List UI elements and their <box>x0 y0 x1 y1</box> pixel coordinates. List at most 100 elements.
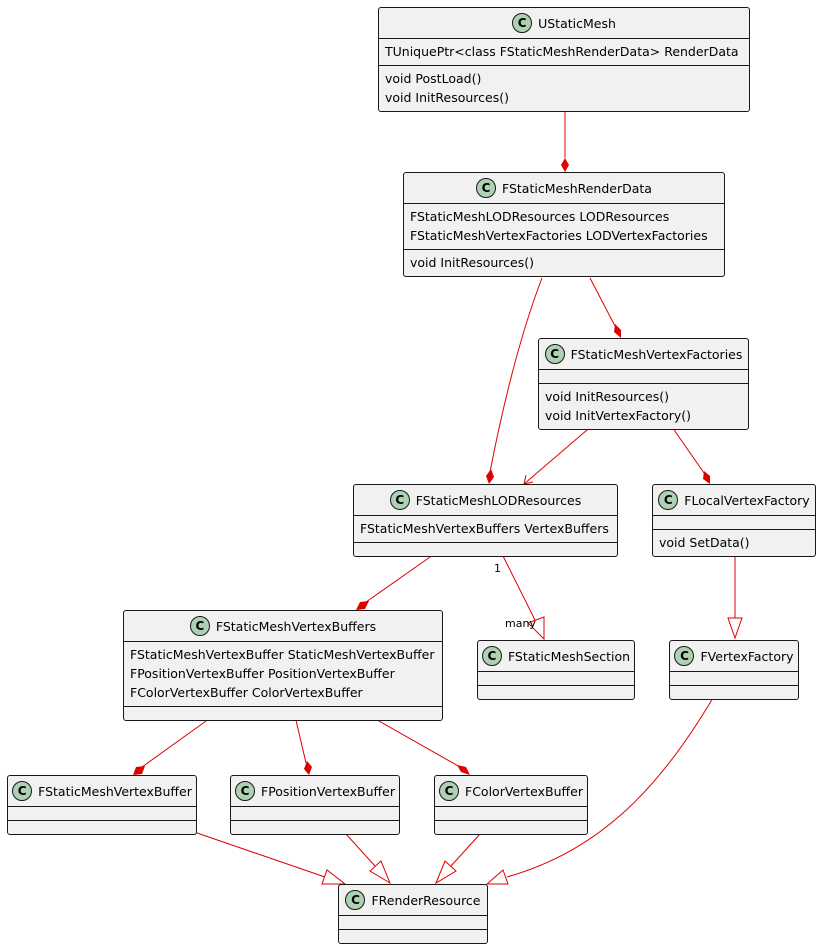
composition-diamond <box>614 324 621 338</box>
edge-vertexbuffers-smvertexbuffer <box>141 715 214 768</box>
class-badge-icon: C <box>439 781 460 801</box>
edge-lodresources-section <box>499 549 536 621</box>
methods-section <box>478 685 634 699</box>
methods-section: void PostLoad() void InitResources() <box>379 65 749 111</box>
class-frenderresource[interactable]: C FRenderResource <box>338 884 488 944</box>
class-fpositionvertexbuffer[interactable]: C FPositionVertexBuffer <box>230 775 400 835</box>
class-name: FStaticMeshVertexBuffer <box>38 783 192 799</box>
edge-vertexfactories-lodresources <box>523 423 595 485</box>
fields-section: FStaticMeshLODResources LODResources FSt… <box>404 203 724 249</box>
method: void PostLoad() <box>385 71 482 86</box>
class-fstaticmeshrenderdata[interactable]: C FStaticMeshRenderData FStaticMeshLODRes… <box>403 172 725 277</box>
class-badge-icon: C <box>544 344 565 364</box>
class-fstaticmeshlodresources[interactable]: C FStaticMeshLODResources FStaticMeshVert… <box>353 484 618 557</box>
class-fstaticmeshvertexbuffers[interactable]: C FStaticMeshVertexBuffers FStaticMeshVer… <box>123 610 443 721</box>
methods-section <box>354 542 617 556</box>
class-badge-icon: C <box>476 178 496 198</box>
class-name: UStaticMesh <box>538 15 616 31</box>
edge-lodresources-vertexbuffers <box>365 549 441 603</box>
class-flocalvertexfactory[interactable]: C FLocalVertexFactory void SetData() <box>652 484 816 557</box>
composition-diamond <box>457 765 470 775</box>
fields-section <box>8 806 196 820</box>
edge-vertexfactory-renderresource <box>506 685 721 878</box>
composition-diamond <box>486 469 494 484</box>
methods-section <box>670 685 798 699</box>
class-badge-icon: C <box>389 490 410 510</box>
fields-section <box>539 369 748 383</box>
multiplicity-one: 1 <box>494 562 501 575</box>
class-badge-icon: C <box>345 890 366 910</box>
field: FColorVertexBuffer ColorVertexBuffer <box>130 685 363 700</box>
class-fstaticmeshsection[interactable]: C FStaticMeshSection <box>477 640 635 700</box>
class-name: FColorVertexBuffer <box>465 783 583 799</box>
composition-diamond <box>356 601 369 610</box>
generalization-triangle <box>485 869 509 885</box>
fields-section: FStaticMeshVertexBuffers VertexBuffers <box>354 515 617 542</box>
generalization-triangle <box>527 616 545 641</box>
edge-vertexbuffers-posvertexbuffer <box>294 715 307 764</box>
edge-renderdata-lodresources <box>489 277 543 473</box>
class-name: FStaticMeshRenderData <box>502 180 652 196</box>
class-badge-icon: C <box>658 490 679 510</box>
fields-section: FStaticMeshVertexBuffer StaticMeshVertex… <box>124 641 442 706</box>
class-fstaticmeshvertexfactories[interactable]: C FStaticMeshVertexFactories void InitRes… <box>538 338 749 430</box>
class-badge-icon: C <box>512 13 533 33</box>
method: void InitVertexFactory() <box>545 408 692 423</box>
fields-section <box>435 806 587 820</box>
fields-section <box>670 671 798 685</box>
class-badge-icon: C <box>481 646 502 666</box>
edge-vertexbuffers-colvertexbuffer <box>369 715 461 768</box>
methods-section <box>435 820 587 834</box>
class-name: FStaticMeshVertexFactories <box>570 346 743 362</box>
methods-section: void InitResources() <box>404 249 724 276</box>
fields-section <box>478 671 634 685</box>
methods-section <box>339 929 487 943</box>
methods-section <box>231 820 399 834</box>
generalization-triangle <box>727 617 743 640</box>
class-badge-icon: C <box>189 616 210 636</box>
class-badge-icon: C <box>674 646 695 666</box>
class-name: FStaticMeshLODResources <box>415 492 582 508</box>
fields-section <box>231 806 399 820</box>
method: void InitResources() <box>385 90 509 105</box>
fields-section <box>653 515 815 529</box>
class-name: FStaticMeshSection <box>507 648 631 664</box>
method: void SetData() <box>659 535 750 550</box>
field: FStaticMeshVertexBuffers VertexBuffers <box>360 521 609 536</box>
fields-section: TUniquePtr<class FStaticMeshRenderData> … <box>379 38 749 65</box>
class-fstaticmeshvertexbuffer[interactable]: C FStaticMeshVertexBuffer <box>7 775 197 835</box>
generalization-triangle <box>434 860 457 885</box>
method: void InitResources() <box>545 389 669 404</box>
edge-vertexfactories-localvertexfactory <box>669 423 705 474</box>
class-fcolorvertexbuffer[interactable]: C FColorVertexBuffer <box>434 775 588 835</box>
generalization-triangle <box>369 860 392 885</box>
class-name: FRenderResource <box>371 892 481 908</box>
field: FStaticMeshVertexFactories LODVertexFact… <box>410 228 708 243</box>
methods-section: void SetData() <box>653 529 815 556</box>
generalization-triangle <box>321 869 347 885</box>
fields-section <box>339 915 487 929</box>
field: FStaticMeshVertexBuffer StaticMeshVertex… <box>130 647 435 662</box>
class-badge-icon: C <box>235 781 255 801</box>
methods-section <box>8 820 196 834</box>
composition-diamond <box>561 158 569 172</box>
field: TUniquePtr<class FStaticMeshRenderData> … <box>385 44 739 59</box>
class-badge-icon: C <box>12 781 33 801</box>
composition-diamond <box>304 761 312 775</box>
multiplicity-many: many <box>505 617 536 630</box>
methods-section <box>124 706 442 720</box>
class-fvertexfactory[interactable]: C FVertexFactory <box>669 640 799 700</box>
class-ustaticmesh[interactable]: C UStaticMesh TUniquePtr<class FStaticMes… <box>378 7 750 112</box>
field: FPositionVertexBuffer PositionVertexBuff… <box>130 666 395 681</box>
composition-diamond <box>703 471 710 484</box>
class-name: FStaticMeshVertexBuffers <box>215 618 377 634</box>
method: void InitResources() <box>410 255 534 270</box>
field: FStaticMeshLODResources LODResources <box>410 209 670 224</box>
methods-section: void InitResources() void InitVertexFact… <box>539 383 748 429</box>
class-name: FLocalVertexFactory <box>684 492 810 508</box>
class-name: FPositionVertexBuffer <box>261 783 395 799</box>
composition-diamond <box>133 766 145 775</box>
edge-renderdata-vertexfactories <box>589 277 616 327</box>
class-name: FVertexFactory <box>700 648 794 664</box>
